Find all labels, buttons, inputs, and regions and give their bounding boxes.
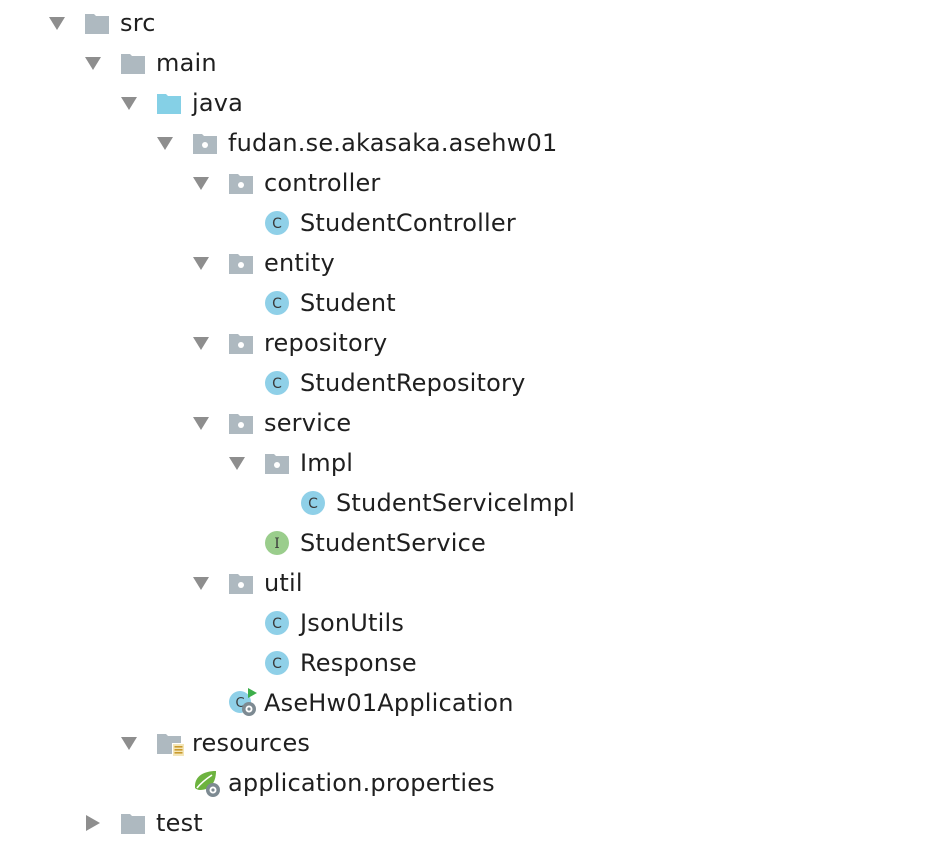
tree-node-test[interactable]: test bbox=[0, 803, 944, 843]
tree-node-application-properties[interactable]: application.properties bbox=[0, 763, 944, 803]
tree-node-label: util bbox=[264, 569, 303, 597]
tree-node-json-utils[interactable]: C JsonUtils bbox=[0, 603, 944, 643]
class-glyph: C bbox=[272, 376, 282, 392]
class-icon: C bbox=[300, 490, 326, 516]
tree-node-src[interactable]: src bbox=[0, 3, 944, 43]
package-icon bbox=[228, 250, 254, 276]
tree-node-label: java bbox=[192, 89, 244, 117]
package-icon bbox=[192, 130, 218, 156]
interface-icon: I bbox=[264, 530, 290, 556]
tree-node-impl[interactable]: Impl bbox=[0, 443, 944, 483]
class-glyph: C bbox=[235, 696, 244, 711]
expand-arrow-icon[interactable] bbox=[191, 413, 211, 433]
tree-node-repository[interactable]: repository bbox=[0, 323, 944, 363]
expand-arrow-icon[interactable] bbox=[191, 253, 211, 273]
tree-node-label: JsonUtils bbox=[300, 609, 405, 637]
class-icon: C bbox=[264, 370, 290, 396]
tree-node-java[interactable]: java bbox=[0, 83, 944, 123]
tree-node-label: StudentServiceImpl bbox=[336, 489, 576, 517]
tree-node-label: Response bbox=[300, 649, 417, 677]
class-icon: C bbox=[264, 210, 290, 236]
class-icon: C bbox=[264, 650, 290, 676]
tree-node-label: StudentService bbox=[300, 529, 486, 557]
tree-node-entity[interactable]: entity bbox=[0, 243, 944, 283]
package-icon bbox=[264, 450, 290, 476]
folder-icon bbox=[120, 50, 146, 76]
tree-node-student-service[interactable]: I StudentService bbox=[0, 523, 944, 563]
tree-node-label: Impl bbox=[300, 449, 354, 477]
tree-node-ase-hw01-application[interactable]: C AseHw01Application bbox=[0, 683, 944, 723]
package-icon bbox=[228, 170, 254, 196]
expand-arrow-icon[interactable] bbox=[155, 133, 175, 153]
expand-arrow-icon[interactable] bbox=[119, 93, 139, 113]
package-icon bbox=[228, 410, 254, 436]
class-glyph: C bbox=[272, 216, 282, 232]
tree-node-label: entity bbox=[264, 249, 335, 277]
class-glyph: C bbox=[272, 296, 282, 312]
tree-node-main[interactable]: main bbox=[0, 43, 944, 83]
tree-node-label: src bbox=[120, 9, 156, 37]
tree-node-student-service-impl[interactable]: C StudentServiceImpl bbox=[0, 483, 944, 523]
tree-node-label: Student bbox=[300, 289, 396, 317]
tree-node-label: fudan.se.akasaka.asehw01 bbox=[228, 129, 558, 157]
tree-node-resources[interactable]: resources bbox=[0, 723, 944, 763]
tree-node-label: AseHw01Application bbox=[264, 689, 514, 717]
tree-node-util[interactable]: util bbox=[0, 563, 944, 603]
tree-node-label: StudentController bbox=[300, 209, 516, 237]
interface-glyph: I bbox=[274, 536, 280, 552]
class-glyph: C bbox=[308, 496, 318, 512]
tree-node-label: controller bbox=[264, 169, 381, 197]
tree-node-label: application.properties bbox=[228, 769, 495, 797]
package-icon bbox=[228, 570, 254, 596]
tree-node-student-controller[interactable]: C StudentController bbox=[0, 203, 944, 243]
class-icon: C bbox=[264, 610, 290, 636]
expand-arrow-icon[interactable] bbox=[191, 573, 211, 593]
class-glyph: C bbox=[272, 656, 282, 672]
tree-node-response[interactable]: C Response bbox=[0, 643, 944, 683]
collapsed-arrow-icon[interactable] bbox=[83, 813, 103, 833]
tree-node-student-repository[interactable]: C StudentRepository bbox=[0, 363, 944, 403]
tree-node-student[interactable]: C Student bbox=[0, 283, 944, 323]
spring-leaf-icon bbox=[192, 770, 220, 797]
tree-node-service[interactable]: service bbox=[0, 403, 944, 443]
source-folder-icon bbox=[156, 90, 182, 116]
package-icon bbox=[228, 330, 254, 356]
folder-icon bbox=[84, 10, 110, 36]
class-glyph: C bbox=[272, 616, 282, 632]
tree-node-label: service bbox=[264, 409, 352, 437]
expand-arrow-icon[interactable] bbox=[83, 53, 103, 73]
class-icon: C bbox=[264, 290, 290, 316]
tree-node-label: StudentRepository bbox=[300, 369, 526, 397]
expand-arrow-icon[interactable] bbox=[191, 333, 211, 353]
expand-arrow-icon[interactable] bbox=[191, 173, 211, 193]
tree-node-label: repository bbox=[264, 329, 388, 357]
tree-node-label: test bbox=[156, 809, 203, 837]
folder-icon bbox=[120, 810, 146, 836]
tree-node-label: main bbox=[156, 49, 217, 77]
tree-node-package-root[interactable]: fudan.se.akasaka.asehw01 bbox=[0, 123, 944, 163]
resources-folder-icon bbox=[156, 730, 185, 757]
tree-node-controller[interactable]: controller bbox=[0, 163, 944, 203]
expand-arrow-icon[interactable] bbox=[119, 733, 139, 753]
tree-node-label: resources bbox=[192, 729, 311, 757]
expand-arrow-icon[interactable] bbox=[227, 453, 247, 473]
expand-arrow-icon[interactable] bbox=[47, 13, 67, 33]
spring-boot-application-icon: C bbox=[228, 688, 257, 716]
